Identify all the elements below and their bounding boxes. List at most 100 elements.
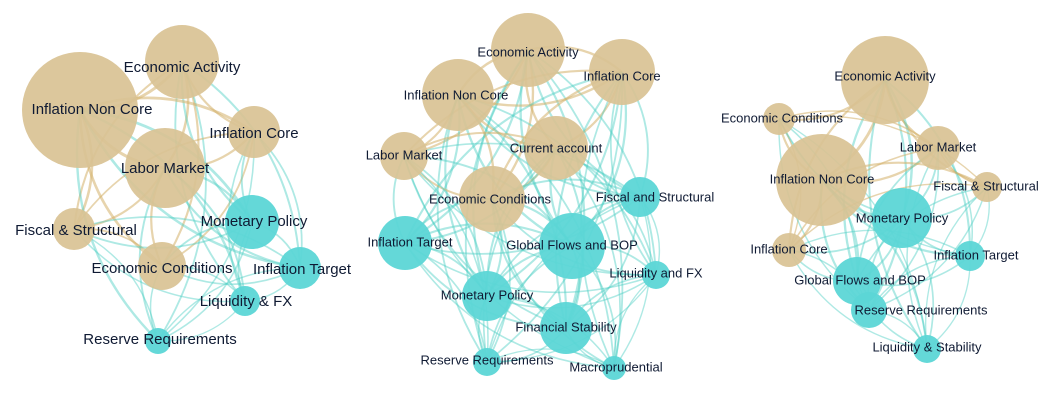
edge-infl_core-finstab bbox=[554, 71, 623, 329]
node-labor bbox=[380, 132, 428, 180]
node-fiscal bbox=[972, 172, 1002, 202]
node-label-global: Global Flows and BOP bbox=[506, 237, 638, 252]
node-layer bbox=[378, 13, 670, 380]
node-infl_target bbox=[279, 247, 321, 289]
node-label-econ_cond: Economic Conditions bbox=[721, 110, 844, 125]
node-infl_noncore bbox=[422, 59, 494, 131]
node-label-monpol: Monetary Policy bbox=[201, 213, 308, 230]
node-label-infl_target: Inflation Target bbox=[253, 261, 352, 278]
edge-infl_core-infl_target bbox=[404, 70, 623, 244]
node-layer bbox=[22, 25, 321, 354]
node-infl_core bbox=[589, 39, 655, 105]
edge-econ_activity-macropru bbox=[527, 49, 624, 369]
node-label-reserve: Reserve Requirements bbox=[855, 302, 988, 317]
edge-fiscal-liq_stab bbox=[924, 186, 988, 350]
edge-infl_target-liq_fx bbox=[404, 242, 657, 294]
edge-labor-liq_fx bbox=[403, 155, 657, 276]
node-label-global: Global Flows and BOP bbox=[794, 272, 926, 287]
edge-econ_cond-fiscal bbox=[778, 115, 988, 188]
node-label-reserve: Reserve Requirements bbox=[421, 352, 554, 367]
node-label-econ_cond: Economic Conditions bbox=[92, 260, 233, 277]
node-label-fiscal: Fiscal & Structural bbox=[933, 178, 1039, 193]
node-labor bbox=[916, 126, 960, 170]
node-label-econ_activity: Economic Activity bbox=[477, 44, 579, 59]
node-reserve bbox=[145, 328, 171, 354]
node-global bbox=[539, 213, 605, 279]
node-label-econ_cond: Economic Conditions bbox=[429, 191, 552, 206]
node-label-macropru: Macroprudential bbox=[569, 359, 662, 374]
edge-fiscal-infl_core bbox=[788, 183, 988, 251]
node-label-infl_noncore: Inflation Non Core bbox=[404, 87, 509, 102]
node-macropru bbox=[602, 356, 626, 380]
node-label-liq_fx: Liquidity & FX bbox=[200, 293, 293, 310]
node-label-reserve: Reserve Requirements bbox=[83, 331, 236, 348]
node-label-infl_target: Inflation Target bbox=[367, 234, 452, 249]
edge-infl_core-liq_stab bbox=[788, 249, 928, 350]
node-reserve bbox=[851, 292, 887, 328]
node-fiscal bbox=[620, 177, 660, 217]
node-econ_cond bbox=[138, 242, 186, 290]
node-infl_noncore bbox=[776, 134, 868, 226]
edge-econ_activity-finstab bbox=[527, 49, 586, 329]
node-label-infl_core: Inflation Core bbox=[209, 125, 298, 142]
node-reserve bbox=[473, 348, 501, 376]
node-layer bbox=[763, 36, 1002, 363]
node-liq_stab bbox=[913, 335, 941, 363]
node-liq_fx bbox=[642, 261, 670, 289]
edge-infl_core-reserve bbox=[157, 131, 255, 342]
edge-infl_noncore-macropru bbox=[457, 94, 615, 369]
node-econ_activity bbox=[491, 13, 565, 87]
node-monpol bbox=[872, 188, 932, 248]
node-monpol bbox=[462, 271, 512, 321]
node-label-infl_target: Inflation Target bbox=[933, 247, 1018, 262]
edge-labor-reserve bbox=[403, 155, 489, 363]
node-infl_core bbox=[228, 106, 280, 158]
node-infl_target bbox=[955, 241, 985, 271]
node-label-finstab: Financial Stability bbox=[515, 319, 617, 334]
node-label-infl_core: Inflation Core bbox=[750, 241, 827, 256]
node-liq_fx bbox=[230, 286, 260, 316]
node-econ_cond bbox=[459, 166, 525, 232]
node-label-labor: Labor Market bbox=[366, 147, 443, 162]
edge-infl_core-monpol bbox=[486, 71, 624, 297]
node-label-current: Current account bbox=[510, 140, 603, 155]
node-label-infl_noncore: Inflation Non Core bbox=[770, 171, 875, 186]
node-monpol bbox=[225, 195, 279, 249]
node-finstab bbox=[540, 302, 592, 354]
node-label-liq_stab: Liquidity & Stability bbox=[872, 339, 982, 354]
edge-infl_noncore-reserve bbox=[436, 94, 488, 363]
node-label-labor: Labor Market bbox=[121, 160, 210, 177]
node-label-infl_noncore: Inflation Non Core bbox=[32, 101, 153, 118]
edge-infl_target-macropru bbox=[404, 242, 615, 369]
edge-labor-finstab bbox=[403, 155, 567, 329]
node-econ_activity bbox=[145, 25, 219, 99]
edge-fiscal-infl_target bbox=[73, 216, 301, 269]
node-econ_activity bbox=[841, 36, 929, 124]
node-infl_core bbox=[772, 233, 806, 267]
node-infl_target bbox=[378, 216, 432, 270]
node-label-fiscal: Fiscal and Structural bbox=[596, 189, 715, 204]
edge-fiscal-reserve bbox=[73, 228, 159, 342]
edge-fiscal-reserve bbox=[868, 186, 988, 311]
node-label-infl_core: Inflation Core bbox=[583, 68, 660, 83]
node-econ_cond bbox=[763, 103, 795, 135]
edge-fiscal-infl_target bbox=[404, 196, 641, 255]
node-label-econ_activity: Economic Activity bbox=[834, 68, 936, 83]
node-label-monpol: Monetary Policy bbox=[856, 210, 949, 225]
node-labor bbox=[125, 128, 205, 208]
edge-econ_activity-reserve bbox=[157, 61, 207, 342]
node-current bbox=[524, 116, 588, 180]
node-label-econ_activity: Economic Activity bbox=[124, 59, 241, 76]
node-label-labor: Labor Market bbox=[900, 139, 977, 154]
node-label-liq_fx: Liquidity and FX bbox=[609, 265, 703, 280]
node-label-fiscal: Fiscal & Structural bbox=[15, 222, 137, 239]
node-fiscal bbox=[53, 208, 95, 250]
